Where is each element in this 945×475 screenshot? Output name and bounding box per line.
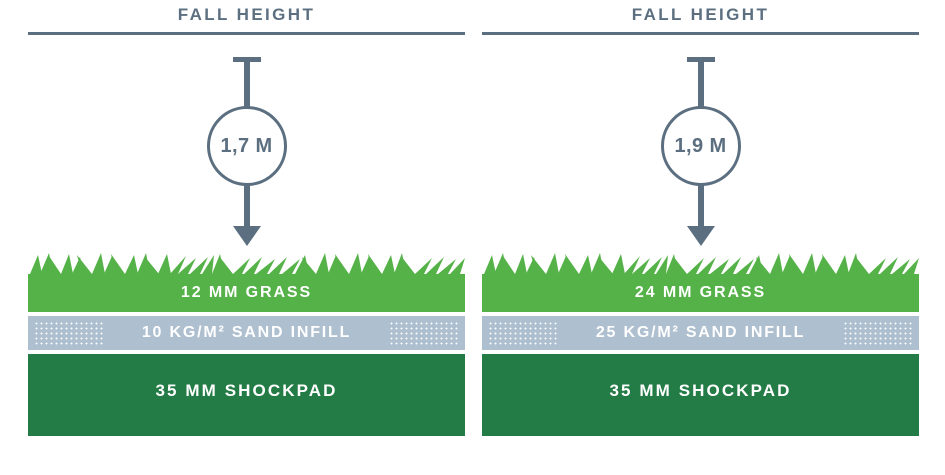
grass-tufts-icon-right: [482, 252, 919, 274]
layer-shockpad-label-right: 35 MM SHOCKPAD: [609, 381, 792, 400]
layer-sand-right: 25 KG/M² SAND INFILL: [482, 316, 919, 350]
layer-stack-right: 24 MM GRASS 25 KG/M² SAND INFILL 35 MM S…: [482, 252, 919, 436]
down-arrow-icon: [686, 226, 715, 246]
layer-shockpad-right: 35 MM SHOCKPAD: [482, 354, 919, 436]
panel-left: FALL HEIGHT 1,7 M: [28, 0, 465, 475]
panel-left-title: FALL HEIGHT: [177, 5, 316, 24]
fall-height-stem-upper-icon: [243, 57, 250, 109]
panel-right: FALL HEIGHT 1,9 M: [482, 0, 919, 475]
fall-height-stem-upper-icon: [697, 57, 704, 109]
down-arrow-icon: [232, 226, 261, 246]
layer-grass-label-left: 12 MM GRASS: [180, 284, 313, 301]
fall-height-value-right: 1,9 M: [674, 134, 727, 157]
fall-height-indicator-right: 1,9 M: [482, 52, 919, 252]
layer-sand-label-left: 10 KG/M² SAND INFILL: [141, 324, 352, 341]
sand-dot-texture-right-icon: [389, 321, 459, 345]
grass-tufts-icon-left: [28, 252, 465, 274]
sand-dot-texture-left-icon: [488, 321, 558, 345]
layer-stack-left: 12 MM GRASS 10 KG/M² SAND INFILL 35 MM S…: [28, 252, 465, 436]
layer-gap: [28, 312, 465, 316]
layer-grass-right: 24 MM GRASS: [482, 274, 919, 312]
fall-height-circle-right: 1,9 M: [660, 106, 741, 186]
sand-dot-texture-left-icon: [34, 321, 104, 345]
layer-gap: [482, 312, 919, 316]
layer-gap: [482, 350, 919, 354]
panel-right-title: FALL HEIGHT: [631, 5, 770, 24]
panel-right-divider: [482, 32, 919, 35]
layer-shockpad-left: 35 MM SHOCKPAD: [28, 354, 465, 436]
panel-left-divider: [28, 32, 465, 35]
layer-grass-left: 12 MM GRASS: [28, 274, 465, 312]
sand-dot-texture-right-icon: [843, 321, 913, 345]
fall-height-stem-lower-icon: [243, 184, 250, 228]
fall-height-value-left: 1,7 M: [220, 134, 273, 157]
layer-sand-label-right: 25 KG/M² SAND INFILL: [595, 324, 806, 341]
layer-gap: [28, 350, 465, 354]
layer-shockpad-label-left: 35 MM SHOCKPAD: [155, 381, 338, 400]
layer-grass-label-right: 24 MM GRASS: [634, 284, 767, 301]
fall-height-stem-lower-icon: [697, 184, 704, 228]
layer-sand-left: 10 KG/M² SAND INFILL: [28, 316, 465, 350]
fall-height-indicator-left: 1,7 M: [28, 52, 465, 252]
fall-height-circle-left: 1,7 M: [206, 106, 287, 186]
